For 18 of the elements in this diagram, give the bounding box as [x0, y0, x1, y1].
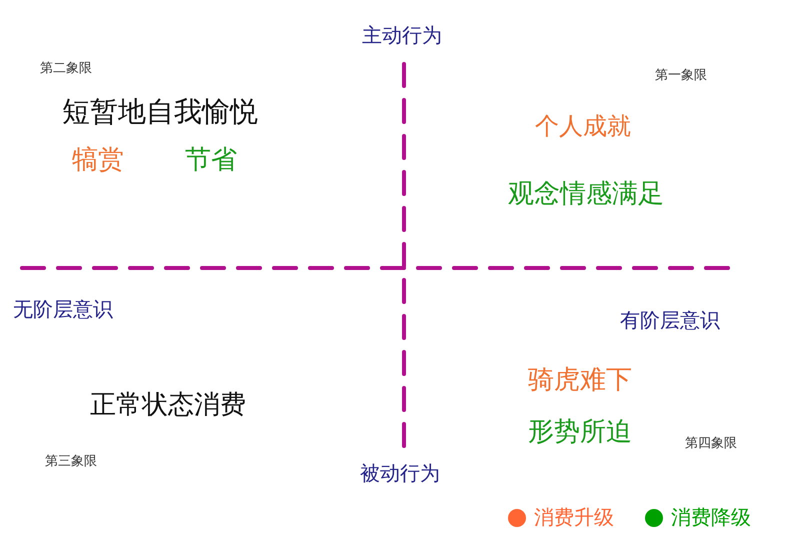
quadrant-text: 短暂地自我愉悦	[62, 96, 258, 128]
quadrant-text: 正常状态消费	[90, 391, 246, 421]
quadrant-text: 犒赏	[72, 146, 124, 176]
quadrant-label: 第一象限	[655, 69, 707, 84]
legend-text: 消费降级	[671, 506, 751, 529]
quadrant-label: 第二象限	[40, 62, 92, 77]
quadrant-label: 第三象限	[45, 455, 97, 470]
axis-label: 无阶层意识	[13, 298, 113, 321]
quadrant-text: 个人成就	[535, 113, 631, 141]
legend-text: 消费升级	[534, 506, 614, 529]
quadrant-text: 形势所迫	[528, 418, 632, 448]
quadrant-text: 观念情感满足	[508, 180, 664, 210]
axis-label: 被动行为	[360, 462, 440, 485]
quadrant-label: 第四象限	[685, 437, 737, 452]
axis-label: 主动行为	[362, 24, 442, 47]
axis-label: 有阶层意识	[620, 309, 720, 332]
quadrant-text: 节省	[185, 146, 237, 176]
quadrant-text: 骑虎难下	[528, 366, 632, 396]
